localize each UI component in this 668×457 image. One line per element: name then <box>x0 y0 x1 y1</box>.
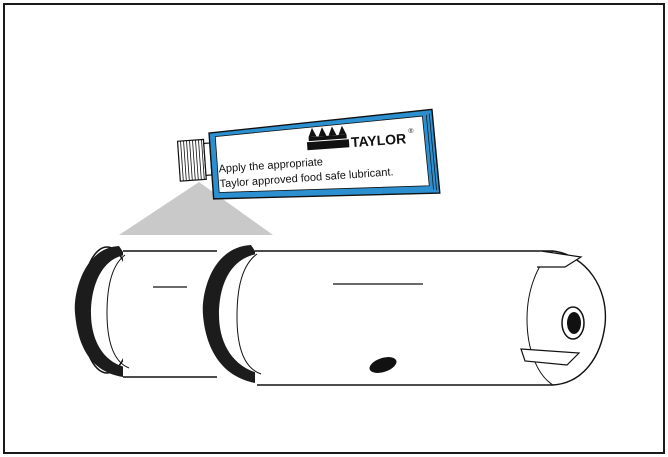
lubricant-application-cone <box>119 182 273 235</box>
crown-logo-icon <box>306 125 350 151</box>
brand-name: TAYLOR <box>350 130 406 150</box>
end-bore-hole <box>567 312 581 334</box>
cylindrical-valve-body-icon <box>74 245 607 386</box>
end-notch-top <box>537 250 583 268</box>
registered-mark: ® <box>408 127 415 135</box>
ribbed-cap-icon <box>176 138 213 182</box>
tube-label-panel <box>214 115 430 193</box>
tube-crimp-end <box>425 112 441 192</box>
lubricant-tube: TAYLOR ® Apply the appropriate Taylor ap… <box>176 108 441 200</box>
side-port-hole <box>369 357 397 373</box>
o-ring-left <box>74 246 129 377</box>
end-notch-bottom <box>520 348 581 366</box>
lubrication-illustration: TAYLOR ® Apply the appropriate Taylor ap… <box>74 108 607 386</box>
o-ring-right <box>202 245 261 383</box>
diagram-frame: TAYLOR ® Apply the appropriate Taylor ap… <box>3 3 665 454</box>
